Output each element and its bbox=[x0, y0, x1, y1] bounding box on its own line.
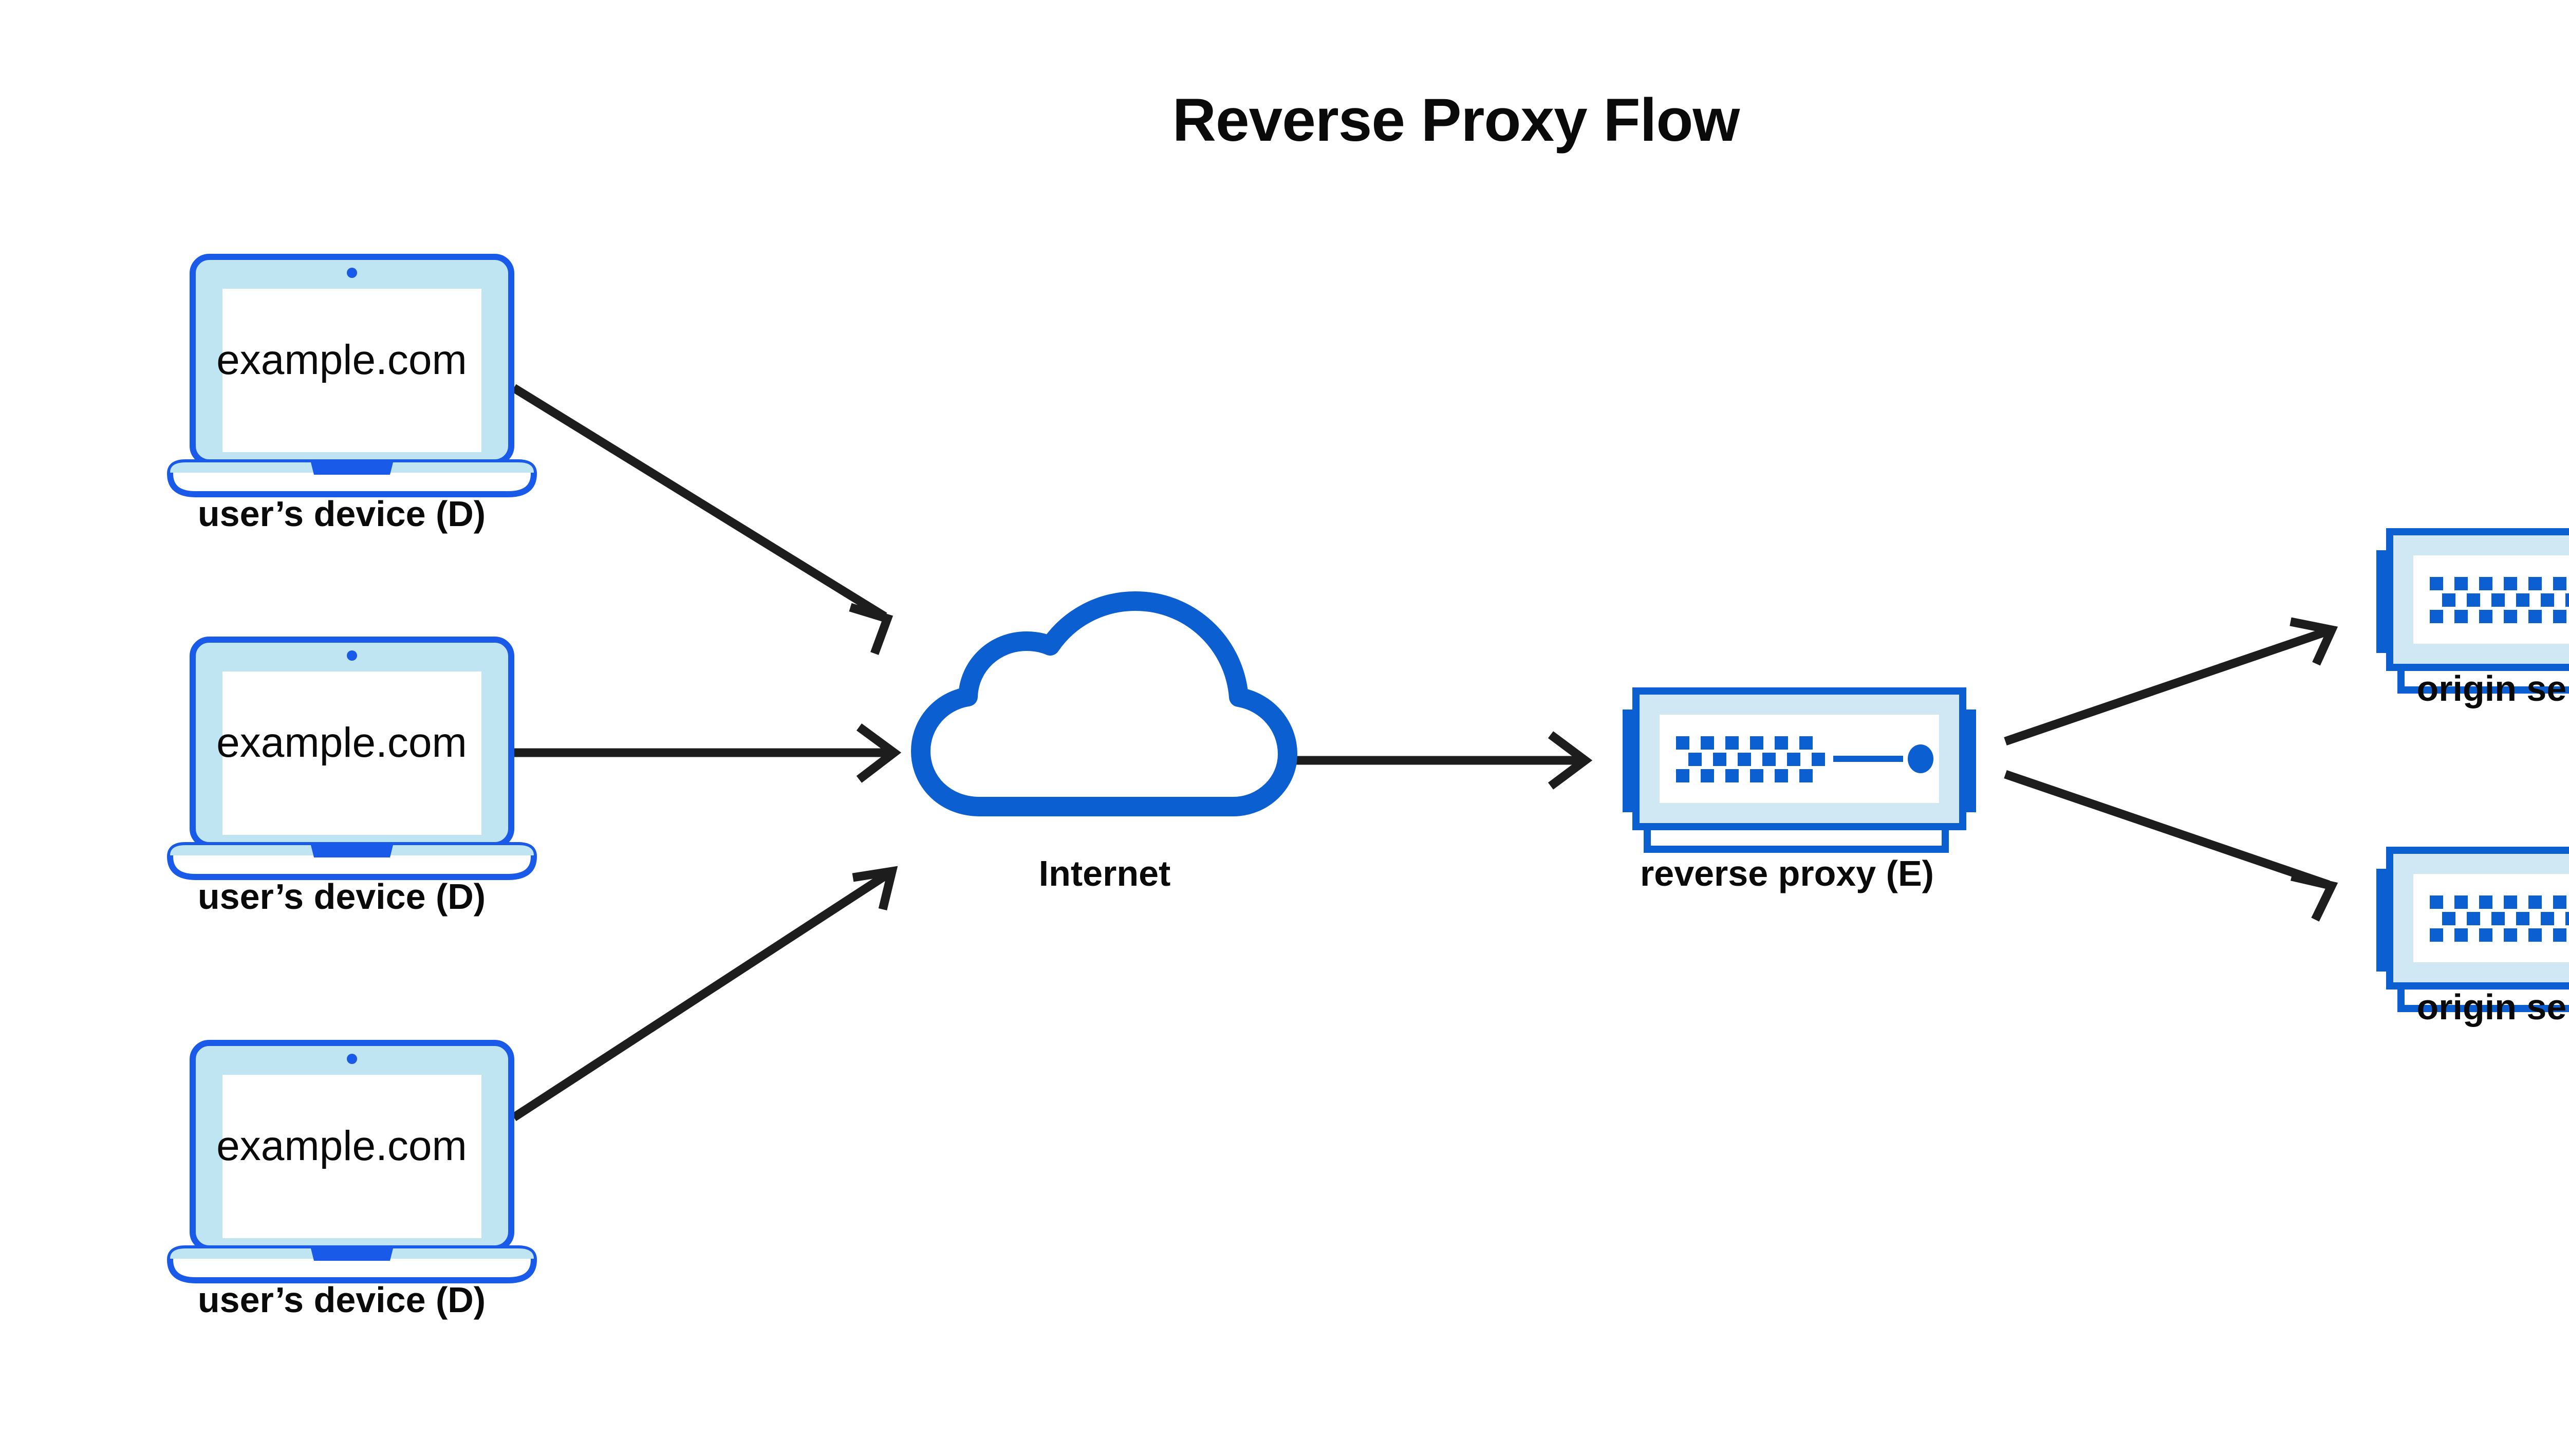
reverse-proxy-caption: reverse proxy (E) bbox=[1640, 853, 1934, 893]
connector-layer bbox=[501, 384, 2338, 1122]
server-icon[interactable] bbox=[2376, 532, 2569, 690]
connector-device-mid-to-internet bbox=[501, 723, 902, 783]
connector-device-bottom-to-internet bbox=[511, 866, 898, 1122]
user-device-mid-caption: user’s device (D) bbox=[197, 876, 486, 917]
laptop-screen-text: example.com bbox=[216, 719, 467, 766]
page-title: Reverse Proxy Flow bbox=[1172, 86, 1740, 154]
user-device-top-caption: user’s device (D) bbox=[197, 494, 486, 534]
connector-device-top-to-internet bbox=[511, 384, 893, 655]
origin-server-top-caption: origin server (F) bbox=[2416, 668, 2569, 708]
connector-proxy-to-origin-top bbox=[2004, 617, 2338, 746]
laptop-screen-text: example.com bbox=[216, 337, 467, 383]
internet-caption: Internet bbox=[1038, 853, 1171, 893]
connector-proxy-to-origin-bottom bbox=[2004, 770, 2338, 922]
origin-server-bottom-caption: origin server (F) bbox=[2416, 987, 2569, 1027]
cloud-icon[interactable] bbox=[911, 591, 1297, 816]
server-icon[interactable] bbox=[2376, 850, 2569, 1009]
server-icon[interactable] bbox=[1623, 691, 1976, 849]
user-device-bottom-caption: user’s device (D) bbox=[197, 1280, 486, 1320]
laptop-screen-text: example.com bbox=[216, 1123, 467, 1169]
